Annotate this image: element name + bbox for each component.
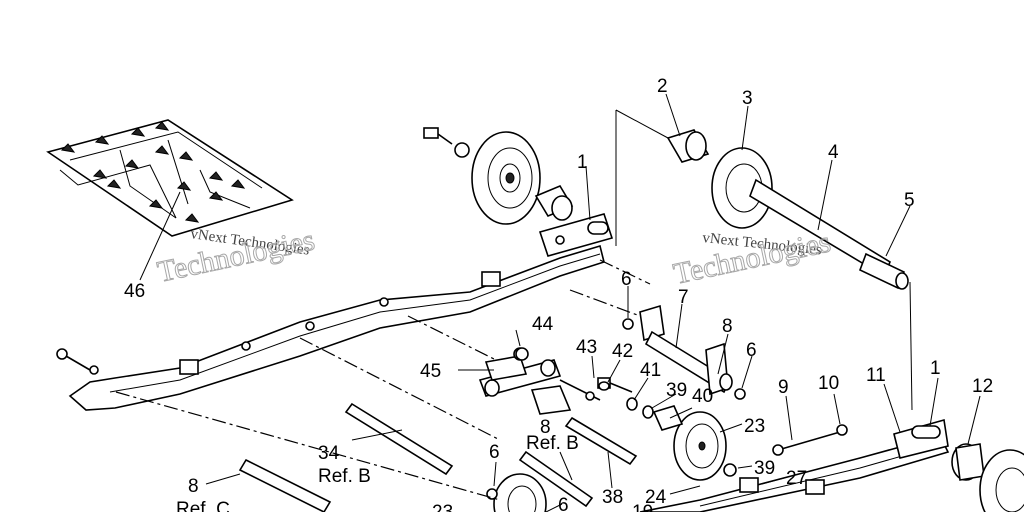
- callout-labels: 1 2 3 4 5 6 7 8 6 9 10 11 1 12 44 43 42 …: [124, 76, 993, 512]
- callout-6-b: 6: [746, 340, 757, 361]
- callout-43: 43: [576, 337, 597, 358]
- callout-6-d: 6: [489, 442, 500, 463]
- callout-34: 34: [318, 443, 340, 464]
- callout-12: 12: [972, 376, 993, 397]
- callout-4: 4: [828, 142, 839, 163]
- callout-1-right: 1: [930, 358, 941, 379]
- callout-ref-b-b: Ref. B: [318, 466, 371, 487]
- callout-6-c: 6: [558, 495, 569, 512]
- callout-8-a: 8: [722, 316, 733, 337]
- track-section: [46, 119, 294, 281]
- right-side-bolts: [772, 424, 1024, 512]
- callout-7: 7: [678, 287, 689, 308]
- callout-5: 5: [904, 190, 915, 211]
- callout-27: 27: [786, 468, 807, 489]
- pivot-arm: [478, 347, 633, 415]
- callout-6-a: 6: [621, 269, 632, 290]
- callout-42: 42: [612, 341, 633, 362]
- callout-41: 41: [640, 360, 661, 381]
- callout-9: 9: [778, 377, 789, 398]
- callout-23-b: 23: [432, 502, 453, 512]
- callout-ref-c: Ref. C: [176, 499, 230, 512]
- callout-2: 2: [657, 76, 668, 97]
- callout-10: 10: [818, 373, 839, 394]
- callout-24: 24: [645, 487, 667, 508]
- leader-lines: [205, 93, 981, 512]
- rail-bracket-left: [538, 213, 614, 257]
- callout-40: 40: [692, 386, 713, 407]
- front-arm-axle: [569, 289, 746, 400]
- left-slide-rail: [68, 244, 605, 411]
- callout-44: 44: [532, 314, 554, 335]
- callout-46: 46: [124, 281, 145, 302]
- right-slide-rail: [639, 418, 950, 512]
- callout-1-top: 1: [577, 152, 588, 173]
- callout-ref-b-a: Ref. B: [526, 433, 579, 454]
- callout-3: 3: [742, 88, 753, 109]
- callout-38: 38: [602, 487, 623, 508]
- washers-and-nuts: [56, 347, 654, 419]
- alignment-lines: [115, 259, 651, 501]
- shafts: [238, 402, 638, 512]
- callout-8-c: 8: [188, 476, 199, 497]
- rear-axle-assembly: [615, 109, 913, 411]
- lower-idler-wheel-right: [652, 405, 759, 493]
- callout-39-a: 39: [666, 380, 687, 401]
- callout-8-b: 8: [540, 417, 551, 438]
- callout-45: 45: [420, 361, 441, 382]
- callout-11: 11: [866, 365, 886, 386]
- callout-39-b: 39: [754, 458, 775, 479]
- upper-idler-wheel: [423, 127, 574, 225]
- lower-idler-wheel-left: [486, 473, 547, 512]
- callout-19: 19: [632, 502, 653, 512]
- callout-23-a: 23: [744, 416, 765, 437]
